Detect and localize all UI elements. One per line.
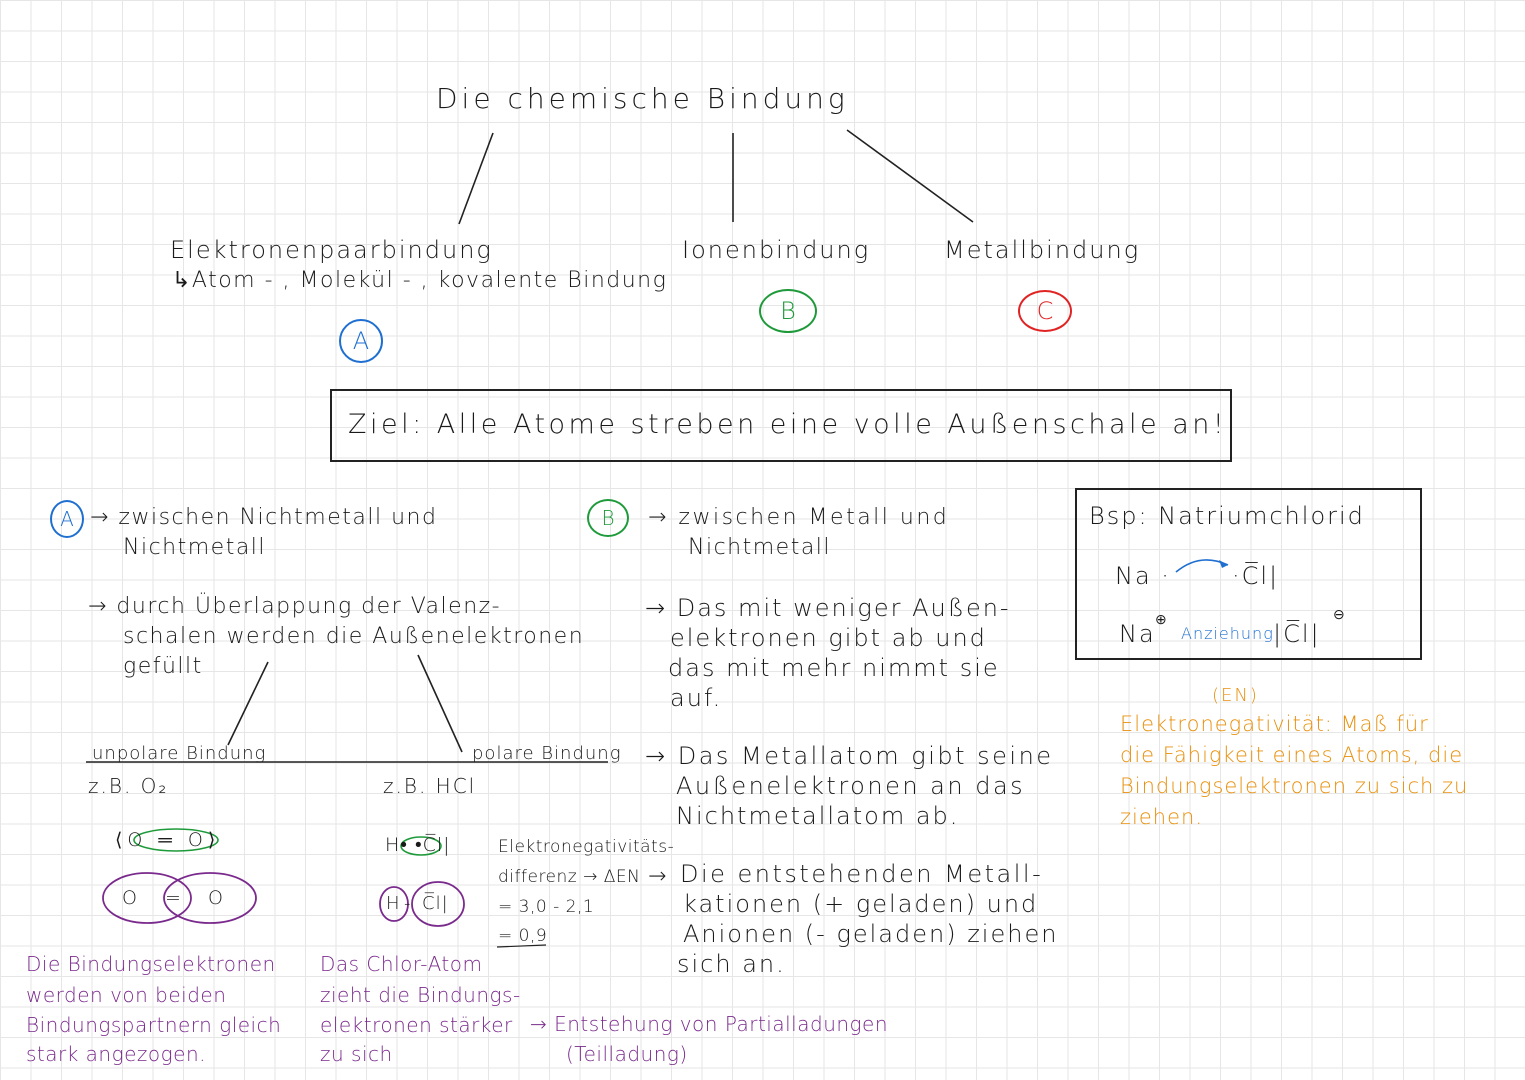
type-a-synonyms: ↳Atom - , Molekül - , kovalente Bindung <box>172 268 668 293</box>
example-cl-atom: ·C̅l| <box>1232 562 1280 590</box>
en-diff-l1: Elektronegativitäts- <box>498 837 675 857</box>
example-unpolar: z.B. O₂ <box>88 774 169 798</box>
en-note-l2: die Fähigkeit eines Atoms, die <box>1120 743 1464 767</box>
example-box: Bsp: Natriumchlorid Na · ·C̅l| Na ⊕ Anzi… <box>1075 488 1422 660</box>
goal-box: Ziel: Alle Atome streben eine volle Auße… <box>330 389 1232 462</box>
section-b-letter: B <box>587 499 629 537</box>
section-b-p4-l2: kationen (+ geladen) und <box>683 890 1039 918</box>
section-a-p2-l2: schalen werden die Außenelektronen <box>123 624 585 649</box>
section-a-p1-l1: → zwischen Nichtmetall und <box>90 505 438 530</box>
o2-ox-mid: = <box>165 887 182 909</box>
letter-b-circle: B <box>759 289 817 333</box>
example-polar: z.B. HCl <box>383 774 477 798</box>
example-cl-ion: |C̅l| <box>1273 620 1321 648</box>
unpolar-label: unpolare Bindung <box>92 743 267 764</box>
o2-ox-left: O <box>122 887 138 909</box>
section-b-p2-l1: → Das mit weniger Außen- <box>645 594 1011 622</box>
section-b-p1-l1: → zwischen Metall und <box>648 505 950 530</box>
en-diff-l3: = 3,0 - 2,1 <box>498 897 595 917</box>
letter-c-circle: C <box>1018 290 1072 332</box>
purple-note-2-l4: zu sich <box>320 1042 393 1066</box>
section-b-p3-l2: Außenelektronen an das <box>676 772 1026 800</box>
example-plus-sign: ⊕ <box>1155 612 1168 628</box>
hcl-h: H <box>386 893 401 914</box>
purple-note-2-l1: Das Chlor-Atom <box>320 952 483 976</box>
hcl-lewis: H• •C̅l| <box>385 834 451 856</box>
example-attraction: Anziehung <box>1181 624 1274 643</box>
en-diff-l2: differenz → ΔEN <box>498 867 641 887</box>
o2-lewis: ⟨O ═ O⟩ <box>115 829 221 851</box>
example-na-atom: Na · <box>1115 562 1171 590</box>
example-title: Bsp: Natriumchlorid <box>1089 502 1365 530</box>
o2-ox-right: O <box>208 887 224 909</box>
section-b-p1-l2: Nichtmetall <box>688 535 832 560</box>
type-a-name: Elektronenpaarbindung <box>170 236 493 264</box>
type-b-name: Ionenbindung <box>682 236 871 264</box>
example-minus-sign: ⊖ <box>1333 607 1346 623</box>
purple-note-1-l1: Die Bindungselektronen <box>26 952 276 976</box>
en-note-l3: Bindungselektronen zu sich zu <box>1120 774 1469 798</box>
hcl-cl: C̅l| <box>422 893 449 914</box>
example-na-ion: Na <box>1119 620 1156 648</box>
section-a-p2-l1: → durch Überlappung der Valenz- <box>88 594 502 619</box>
section-b-p3-l1: → Das Metallatom gibt seine <box>645 742 1054 770</box>
section-b-p3-l3: Nichtmetallatom ab. <box>676 802 960 830</box>
section-b-p2-l2: elektronen gibt ab und <box>670 624 987 652</box>
section-b-p4-arrow: → <box>648 864 668 889</box>
purple-note-1-l3: Bindungspartnern gleich <box>26 1013 282 1037</box>
section-a-letter: A <box>50 500 84 538</box>
page-title: Die chemische Bindung <box>436 82 849 115</box>
purple-note-2-l3: elektronen stärker <box>320 1013 513 1037</box>
polar-label: polare Bindung <box>472 743 622 764</box>
en-note-l1: Elektronegativität: Maß für <box>1120 712 1429 736</box>
en-diff-l4: = 0,9 <box>498 926 548 946</box>
en-abbr: (EN) <box>1212 685 1259 706</box>
section-b-p2-l3: das mit mehr nimmt sie <box>668 654 1000 682</box>
section-a-p1-l2: Nichtmetall <box>123 535 267 560</box>
section-b-p2-l4: auf. <box>670 684 723 712</box>
goal-text: Ziel: Alle Atome streben eine volle Auße… <box>348 409 1228 440</box>
purple-note-1-l2: werden von beiden <box>26 983 227 1007</box>
hcl-dash: - <box>404 893 412 914</box>
purple-note-2-l2: zieht die Bindungs- <box>320 983 521 1007</box>
section-b-p4-l3: Anionen (- geladen) ziehen <box>683 920 1059 948</box>
letter-a-circle: A <box>339 319 383 363</box>
en-note-l4: ziehen. <box>1120 805 1203 829</box>
type-c-name: Metallbindung <box>944 236 1141 264</box>
purple-note-1-l4: stark angezogen. <box>26 1042 206 1066</box>
partial-charge-l1: → Entstehung von Partialladungen <box>530 1012 889 1036</box>
partial-charge-l2: (Teilladung) <box>566 1042 688 1066</box>
section-a-p2-l3: gefüllt <box>123 654 203 679</box>
section-b-p4-l1: Die entstehenden Metall- <box>680 860 1044 888</box>
section-b-p4-l4: sich an. <box>677 950 786 978</box>
